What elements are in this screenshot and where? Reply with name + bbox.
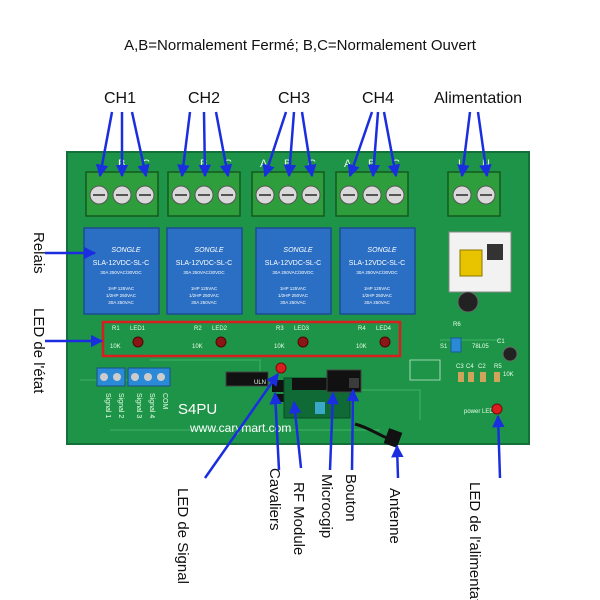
power-label: Alimentation [434,90,522,107]
relay-4-brand: SONGLE [367,247,397,254]
power-letter-l: L [458,158,464,170]
resistor-r1-label: R1 [112,326,120,332]
ch4-letter-a: A [344,158,352,170]
label-c2: C2 [478,364,486,370]
signal-terminal-block [96,367,171,387]
uln-chip: ULN [225,371,269,387]
signal-1-label: Signal 1 [104,393,111,418]
label-s1: S1 [440,344,448,350]
label-r6: R6 [453,322,461,328]
led4-label: LED4 [376,326,392,332]
label-r5: R5 [494,364,502,370]
terminal-block-ch3 [251,171,325,217]
relay-2-spec-3: 1/2HP 250VAC [189,293,220,298]
led3-label: LED3 [294,326,310,332]
relay-4: SONGLE SLA-12VDC-SL-C 30A 250VAC/30VDC 1… [339,227,416,315]
callout-led-signal: LED de Signal [174,488,191,584]
relay-3-spec-3: 1/2HP 250VAC [278,293,309,298]
terminal-block-ch4 [335,171,409,217]
relay-3-spec-4: 30A 250VAC [280,300,306,305]
ch4-label: CH4 [362,90,394,107]
callout-led-etat: LED de l'état [30,308,47,394]
label-c3: C3 [456,364,464,370]
power-led-text: power LED [464,409,494,415]
resistor-r1-value: 10K [110,344,121,350]
terminal-block-ch2 [167,171,241,217]
relay-4-spec-2: 1HP 125VAC [364,286,391,291]
button [349,378,359,388]
terminal-block-power [447,171,501,217]
relay-1-model: SLA-12VDC-SL-C [93,260,149,267]
callout-bouton: Bouton [342,474,359,522]
signal-4-label: Signal 4 [148,393,155,418]
power-led [491,403,503,415]
signal-terminal-labels: Signal 1 Signal 2 Signal 3 Signal 4 COM [104,393,168,418]
arrows [45,111,505,479]
board-model: S4PU [178,401,217,418]
relay-3-model: SLA-12VDC-SL-C [265,260,321,267]
relay-4-model: SLA-12VDC-SL-C [349,260,405,267]
power-supply-module [448,231,512,313]
relay-2-brand: SONGLE [194,247,224,254]
relay-1-spec-4: 30A 250VAC [108,300,134,305]
callout-antenne: Antenne [386,488,403,544]
relay-1-brand: SONGLE [111,247,141,254]
label-10k: 10K [503,372,514,378]
uln-chip-label: ULN [254,380,266,386]
pcb-component-labels: R6 C1 S1 78L05 C3 C4 C2 R5 10K power LED [440,322,514,415]
signal-com-label: COM [161,393,168,410]
relay-1: SONGLE SLA-12VDC-SL-C 30A 250VAC/30VDC 1… [83,227,160,315]
relay-1-spec-3: 1/2HP 250VAC [106,293,137,298]
relay-2-model: SLA-12VDC-SL-C [176,260,232,267]
ch1-label: CH1 [104,90,136,107]
relay-4-spec-3: 1/2HP 250VAC [362,293,393,298]
relay-2: SONGLE SLA-12VDC-SL-C 30A 250VAC/30VDC 1… [166,227,243,315]
relay-2-spec-4: 30A 250VAC [191,300,217,305]
signal-2-label: Signal 2 [117,393,124,418]
ch2-label: CH2 [188,90,220,107]
signal-led [275,362,287,374]
relay-3-spec-1: 30A 250VAC/30VDC [272,270,314,275]
callout-rf-module: RF Module [290,482,307,555]
resistor-r2-value: 10K [192,344,203,350]
label-78l05: 78L05 [472,344,489,350]
ch3-label: CH3 [278,90,310,107]
label-c4: C4 [466,364,474,370]
relay-1-spec-1: 30A 250VAC/30VDC [100,270,142,275]
ch4-letter-b: B [368,158,375,170]
led1-label: LED1 [130,326,146,332]
header-text: A,B=Normalement Fermé; B,C=Normalement O… [124,37,477,54]
relay-2-spec-2: 1HP 125VAC [191,286,218,291]
resistor-r4-value: 10K [356,344,367,350]
callout-relais: Relais [30,232,47,274]
relay-3-brand: SONGLE [283,247,313,254]
relay-3: SONGLE SLA-12VDC-SL-C 30A 250VAC/30VDC 1… [255,227,332,315]
resistor-r3-value: 10K [274,344,285,350]
relay-4-spec-1: 30A 250VAC/30VDC [356,270,398,275]
led2-label: LED2 [212,326,228,332]
callout-microchip: Microcgip [318,474,335,538]
callout-cavaliers: Cavaliers [266,468,283,531]
relay-1-spec-2: 1HP 125VAC [108,286,135,291]
relay-2-spec-1: 30A 250VAC/30VDC [183,270,225,275]
antenna [354,422,403,448]
terminal-block-ch1 [85,171,159,217]
voltage-regulator [450,337,518,382]
resistor-r4-label: R4 [358,326,366,332]
relay-3-spec-2: 1HP 125VAC [280,286,307,291]
signal-3-label: Signal 3 [135,393,142,418]
label-c1: C1 [497,339,505,345]
relay-4-spec-4: 30A 250VAC [364,300,390,305]
ch3-letter-b: B [284,158,291,170]
resistor-r3-label: R3 [276,326,284,332]
resistor-r2-label: R2 [194,326,202,332]
callout-led-alim: LED de l'alimentation [466,482,483,600]
